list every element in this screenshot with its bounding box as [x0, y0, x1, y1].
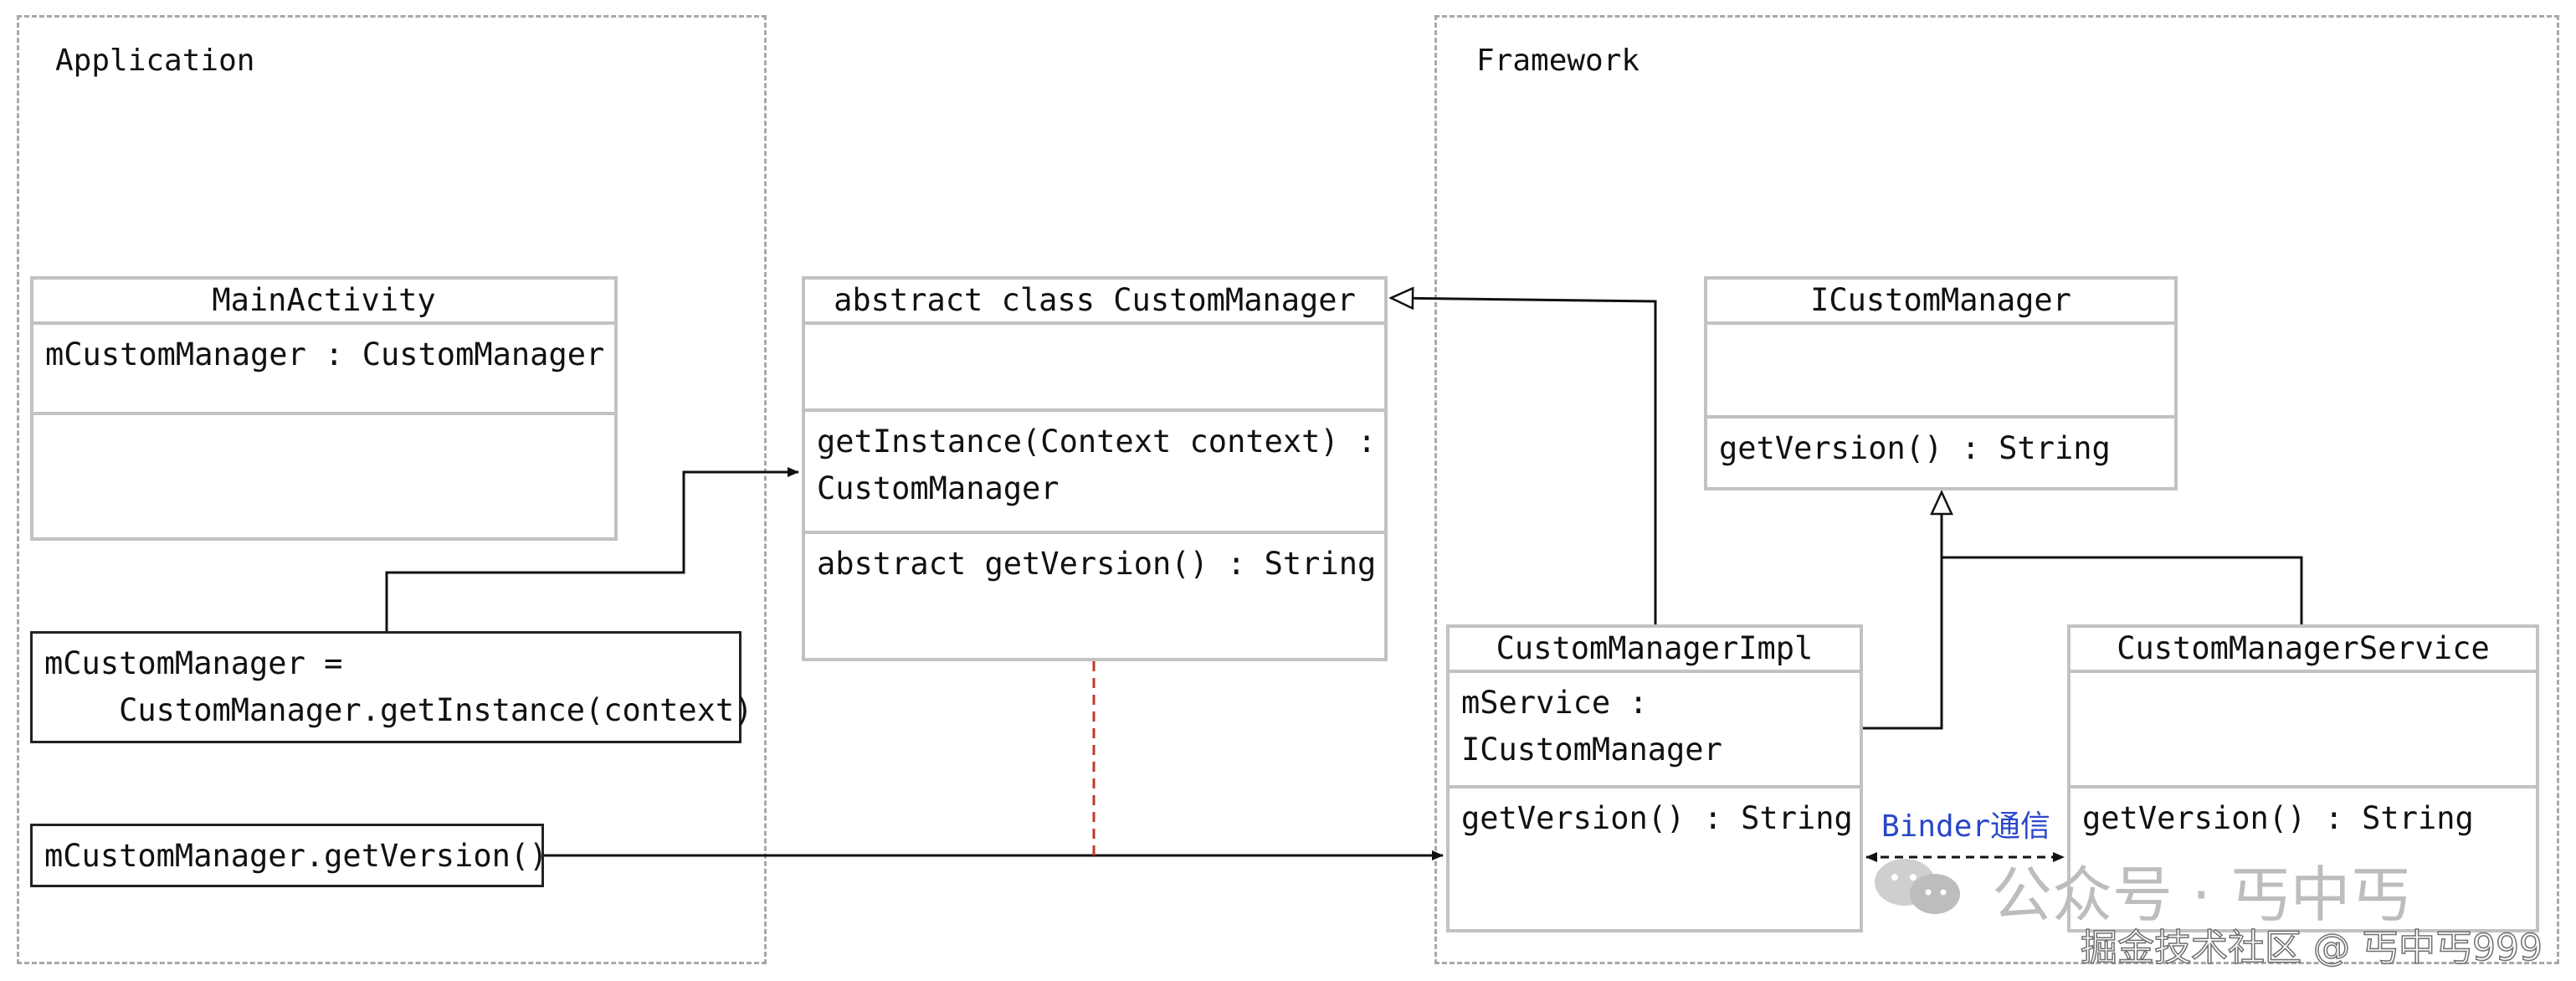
watermark-channel: 公众号 · 丐中丐: [1992, 860, 2411, 930]
get-instance-call-note: mCustomManager = CustomManager.getInstan…: [30, 631, 752, 743]
application-region-label: Application: [55, 44, 255, 78]
main-activity-name: MainActivity: [33, 280, 614, 325]
binder-label: Binder通信: [1881, 809, 2051, 844]
icustom-manager-interface: ICustomManager getVersion() : String: [1704, 276, 2178, 490]
application-region: [17, 15, 767, 964]
custom-manager-fields: [805, 325, 1384, 412]
watermark-community: 掘金技术社区 @ 丐中丐999: [2080, 926, 2543, 970]
get-instance-arrow: [385, 467, 799, 631]
wechat-icon: [1870, 852, 1970, 919]
custom-manager-service-fields: [2071, 673, 2536, 788]
custom-manager-get-instance: getInstance(Context context) : CustomMan…: [805, 412, 1384, 534]
icustom-manager-name: ICustomManager: [1707, 280, 2174, 325]
custom-manager-impl-fields: mService : ICustomManager: [1450, 673, 1860, 788]
icustom-manager-fields: [1707, 325, 2174, 419]
custom-manager-get-version: abstract getVersion() : String: [817, 546, 1377, 582]
main-activity-fields: mCustomManager : CustomManager: [33, 325, 614, 415]
impl-implements-icustom-manager: [1863, 492, 1942, 730]
custom-manager-name: abstract class CustomManager: [805, 280, 1384, 325]
framework-region-label: Framework: [1476, 44, 1640, 78]
custom-manager-impl-methods: getVersion() : String: [1461, 800, 1853, 836]
impl-extends-custom-manager: [1391, 298, 1657, 624]
framework-region: [1434, 15, 2559, 964]
custom-manager-service-methods: getVersion() : String: [2082, 800, 2474, 836]
main-activity-methods: [33, 415, 614, 429]
custom-manager-impl-class: CustomManagerImpl mService : ICustomMana…: [1446, 624, 1863, 932]
custom-manager-service-name: CustomManagerService: [2071, 628, 2536, 673]
custom-manager-service-class: CustomManagerService getVersion() : Stri…: [2067, 624, 2539, 932]
service-implements-icustom-manager: [1942, 556, 2303, 624]
custom-manager-impl-name: CustomManagerImpl: [1450, 628, 1860, 673]
get-version-call-note: mCustomManager.getVersion(): [30, 824, 547, 887]
custom-manager-class: abstract class CustomManager getInstance…: [802, 276, 1388, 661]
main-activity-class: MainActivity mCustomManager : CustomMana…: [30, 276, 618, 541]
icustom-manager-methods: getVersion() : String: [1719, 430, 2111, 466]
